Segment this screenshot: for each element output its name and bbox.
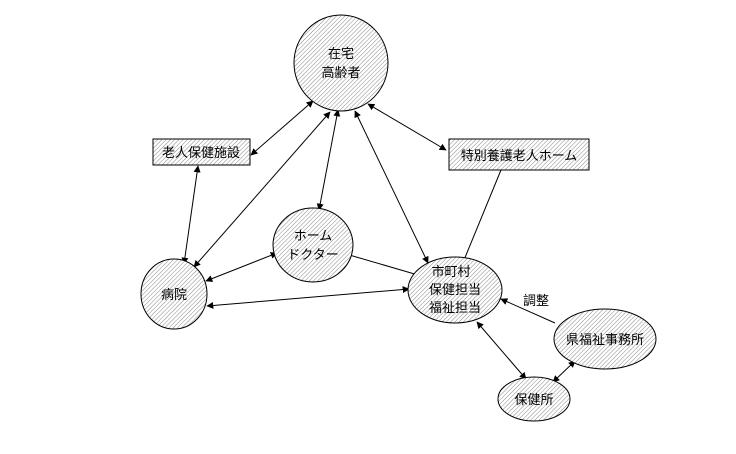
node-hospital-label: 病院 — [161, 288, 187, 303]
edge-elderly-municipality — [354, 110, 429, 264]
edge-homedoctor-municipality — [345, 253, 419, 276]
node-health-center-label: 保健所 — [514, 393, 553, 408]
node-elderly: 在宅 高齢者 — [293, 14, 389, 112]
node-municipality: 市町村 保健担当 福祉担当 — [407, 256, 503, 324]
node-hospital: 病院 — [140, 258, 208, 330]
edge-homedoctor-hospital — [205, 252, 278, 282]
edge-elderly-healthfacility — [250, 100, 314, 156]
edge-healthfacility-hospital — [181, 165, 201, 265]
node-health-facility: 老人保健施設 — [152, 138, 251, 166]
edge-elderly-hospital — [193, 111, 331, 268]
edge-nursinghome-municipality — [463, 169, 502, 261]
node-health-facility-label: 老人保健施設 — [162, 145, 240, 161]
node-nursing-home-label: 特別養護老人ホーム — [461, 148, 578, 164]
node-elderly-line1: 在宅 — [328, 47, 354, 62]
node-pref-office-label: 県福祉事務所 — [566, 333, 644, 348]
edge-municipality-healthcenter — [476, 321, 527, 380]
node-municipality-line1: 市町村 — [431, 264, 470, 280]
edge-elderly-nursinghome — [367, 103, 447, 151]
node-municipality-line3: 福祉担当 — [429, 301, 481, 316]
node-health-center: 保健所 — [497, 376, 571, 422]
node-elderly-line2: 高齢者 — [321, 65, 360, 81]
node-pref-office: 県福祉事務所 — [553, 308, 657, 370]
edge-prefoffice-healthcenter — [552, 360, 576, 383]
edge-hospital-municipality — [206, 286, 410, 309]
node-home-doctor-line2: ドクター — [287, 248, 338, 263]
node-home-doctor: ホーム ドクター — [272, 207, 354, 283]
node-municipality-line2: 保健担当 — [429, 283, 481, 298]
edge-elderly-homedoctor — [316, 109, 341, 211]
node-home-doctor-line1: ホーム — [294, 229, 333, 244]
edge-label-coordination: 調整 — [523, 294, 549, 309]
node-nursing-home: 特別養護老人ホーム — [448, 138, 590, 171]
edge-prefoffice-municipality — [500, 298, 556, 324]
